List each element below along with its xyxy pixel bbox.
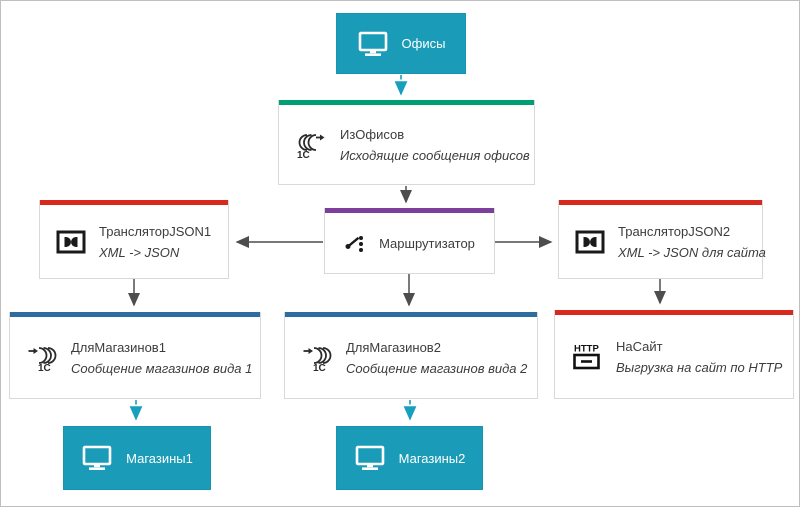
accent-bar: [325, 208, 494, 213]
translator-icon: [575, 230, 605, 254]
translator-icon: [56, 230, 86, 254]
node-subtitle: XML -> JSON для сайта: [618, 244, 766, 260]
monitor-icon: [357, 31, 389, 57]
accent-bar: [40, 200, 228, 205]
node-title: ДляМагазинов1: [71, 339, 166, 355]
accent-bar: [559, 200, 762, 205]
node-translator-json1[interactable]: ТрансляторJSON1 XML -> JSON: [39, 200, 229, 279]
node-title: ДляМагазинов2: [346, 339, 441, 355]
node-label: Магазины1: [126, 450, 193, 466]
1c-incoming-message-icon: 1С: [301, 342, 333, 374]
node-subtitle: Выгрузка на сайт по HTTP: [616, 359, 783, 375]
svg-text:1С: 1С: [38, 363, 51, 374]
1c-outgoing-message-icon: 1С: [295, 129, 327, 161]
svg-text:1С: 1С: [313, 363, 326, 374]
node-title: Маршрутизатор: [379, 235, 475, 251]
node-subtitle: Сообщение магазинов вида 1: [71, 360, 253, 376]
node-translator-json2[interactable]: ТрансляторJSON2 XML -> JSON для сайта: [558, 200, 766, 279]
node-offices[interactable]: Офисы: [336, 13, 466, 74]
node-iz-ofisov[interactable]: 1С ИзОфисов Исходящие сообщения офисов: [278, 100, 535, 185]
node-na-sait[interactable]: HTTP НаСайт Выгрузка на сайт по HTTP: [554, 310, 794, 399]
svg-text:HTTP: HTTP: [574, 343, 599, 354]
accent-bar: [279, 100, 534, 105]
node-label: Магазины2: [398, 450, 466, 466]
node-router[interactable]: Маршрутизатор: [324, 208, 495, 274]
node-title: ИзОфисов: [340, 126, 405, 142]
http-icon: HTTP: [571, 342, 603, 372]
node-magaziny1[interactable]: Магазины1: [63, 426, 211, 490]
node-title: ТрансляторJSON2: [618, 223, 731, 239]
router-icon: [344, 232, 366, 254]
accent-bar: [555, 310, 793, 315]
node-dlya-magazinov1[interactable]: 1С ДляМагазинов1 Сообщение магазинов вид…: [9, 312, 261, 399]
accent-bar: [10, 312, 260, 317]
node-label: Офисы: [401, 36, 446, 51]
monitor-icon: [81, 445, 113, 471]
node-subtitle: Исходящие сообщения офисов: [340, 147, 530, 163]
accent-bar: [285, 312, 537, 317]
monitor-icon: [354, 445, 386, 471]
1c-incoming-message-icon: 1С: [26, 342, 58, 374]
node-magaziny2[interactable]: Магазины2: [336, 426, 483, 490]
node-title: ТрансляторJSON1: [99, 223, 212, 239]
node-subtitle: Сообщение магазинов вида 2: [346, 360, 528, 376]
node-subtitle: XML -> JSON: [99, 244, 180, 260]
node-title: НаСайт: [616, 338, 663, 354]
svg-text:1С: 1С: [297, 150, 310, 161]
node-dlya-magazinov2[interactable]: 1С ДляМагазинов2 Сообщение магазинов вид…: [284, 312, 538, 399]
